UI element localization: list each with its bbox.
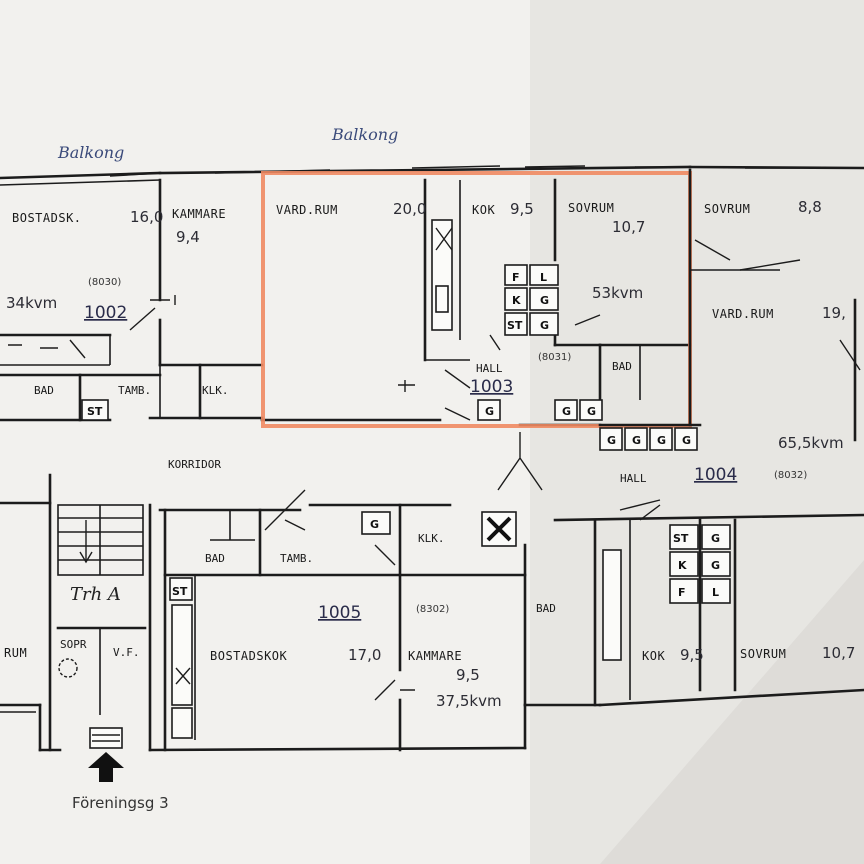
fixture-cabinet-1004a: G [607, 434, 616, 447]
room-label-bad-1005: BAD [205, 552, 225, 565]
room-label-kammare-1005: KAMMARE [408, 649, 462, 663]
fixture-cabinet-1004d: G [682, 434, 691, 447]
elevator-icon [481, 511, 517, 547]
fixture-cabinet-1003c: G [485, 405, 494, 418]
unit-area-1004: 65,5kvm [778, 434, 844, 452]
fixture-cabinet-1005: G [370, 518, 379, 531]
unit-area-1005: 37,5kvm [436, 692, 502, 710]
room-label-hall-1004: HALL [620, 472, 647, 485]
unit-1005 [163, 489, 527, 752]
room-label-bostadskok-1005: BOSTADSKOK [210, 649, 288, 663]
fixture-st-1002: ST [87, 405, 103, 418]
fixture-cabinet-1004b: G [632, 434, 641, 447]
unit-1003 [398, 178, 692, 421]
stairwell-label: Trh A [70, 584, 121, 605]
fixture-stove-1004: K [678, 559, 687, 572]
fixture-cabinet-1003e: G [587, 405, 596, 418]
fixture-st-1005: ST [172, 585, 188, 598]
fixture-cabinet-1004f: G [711, 559, 720, 572]
unit-code-1003: (8031) [538, 352, 571, 363]
fixture-fridge-1003: F [512, 271, 520, 284]
room-size-sovrum-1004b: 10,7 [822, 644, 855, 662]
fixture-st-1004: ST [673, 532, 689, 545]
room-label-klk-1005: KLK. [418, 532, 445, 545]
unit-1004 [593, 168, 861, 707]
room-label-sovrum-1004b: SOVRUM [740, 647, 786, 661]
entrance-arrow-icon [88, 727, 124, 782]
unit-area-1003: 53kvm [592, 284, 643, 302]
exterior-wall-south [0, 688, 864, 752]
fixture-freezer-1003: L [540, 271, 547, 284]
room-label-klk-1002: KLK. [202, 384, 229, 397]
corridor-vent-symbol [497, 432, 543, 491]
fixture-fridge-1004: F [678, 586, 686, 599]
room-label-bad-1003: BAD [612, 360, 632, 373]
room-label-kok-1003: KOK [472, 203, 495, 217]
room-label-bad-1002: BAD [34, 384, 54, 397]
unit-number-1002: 1002 [84, 303, 127, 323]
fixture-cabinet-1004c: G [657, 434, 666, 447]
left-room-label: RUM [4, 646, 27, 660]
fixture-stove-1003: K [512, 294, 521, 307]
unit-code-1005: (8302) [416, 604, 449, 615]
room-label-tamb-1005: TAMB. [280, 552, 313, 565]
street-address: Föreningsg 3 [72, 794, 169, 812]
unit-code-1002: (8030) [88, 277, 121, 288]
room-size-sovrum-1004a: 8,8 [798, 198, 822, 216]
room-size-kok-1003: 9,5 [510, 200, 534, 218]
unit-1002 [0, 178, 264, 422]
room-label-sovrum-1004a: SOVRUM [704, 202, 750, 216]
unit-area-1002: 34kvm [6, 294, 57, 312]
room-label-vardrum-1004: VARD.RUM [712, 307, 774, 321]
room-size-kok-1004: 9,5 [680, 646, 704, 664]
paper-left-sheet [0, 0, 530, 864]
room-label-kok-1004: KOK [642, 649, 665, 663]
room-label-bostadsk-1002: BOSTADSK. [12, 211, 82, 225]
paper-fold-shadow [600, 560, 864, 864]
stairwell [48, 473, 152, 752]
balcony-label-center: Balkong [331, 125, 398, 144]
fixture-cabinet-1003a: G [540, 294, 549, 307]
room-label-vardrum-1003: VARD.RUM [276, 203, 338, 217]
room-size-kammare-1002: 9,4 [176, 228, 200, 246]
unit-number-1005: 1005 [318, 603, 361, 623]
room-size-vardrum-1004: 19, [822, 304, 846, 322]
balcony-label-left: Balkong [57, 143, 124, 162]
fixture-cabinet-1003b: G [540, 319, 549, 332]
unit-number-1004: 1004 [694, 465, 737, 485]
room-label-bad-1004: BAD [536, 602, 556, 615]
sopr-label: SOPR [60, 638, 87, 651]
fixture-cabinet-1004e: G [711, 532, 720, 545]
room-label-tamb-1002: TAMB. [118, 384, 151, 397]
room-size-bostadskok-1005: 17,0 [348, 646, 381, 664]
corridor-label: KORRIDOR [168, 458, 221, 471]
room-label-kammare-1002: KAMMARE [172, 207, 226, 221]
fixture-cabinet-1003d: G [562, 405, 571, 418]
unit-code-1004: (8032) [774, 470, 807, 481]
fixture-freezer-1004: L [712, 586, 719, 599]
room-size-vardrum-1003: 20,0 [393, 200, 426, 218]
room-size-sovrum-1003: 10,7 [612, 218, 645, 236]
exterior-wall-north [0, 165, 864, 186]
fixture-st-1003: ST [507, 319, 523, 332]
room-label-hall-1003: HALL [476, 362, 503, 375]
vf-label: V.F. [113, 646, 140, 659]
room-size-kammare-1005: 9,5 [456, 666, 480, 684]
unit-number-1003: 1003 [470, 377, 513, 397]
room-size-bostadsk-1002: 16,0 [130, 208, 163, 226]
room-label-sovrum-1003: SOVRUM [568, 201, 614, 215]
